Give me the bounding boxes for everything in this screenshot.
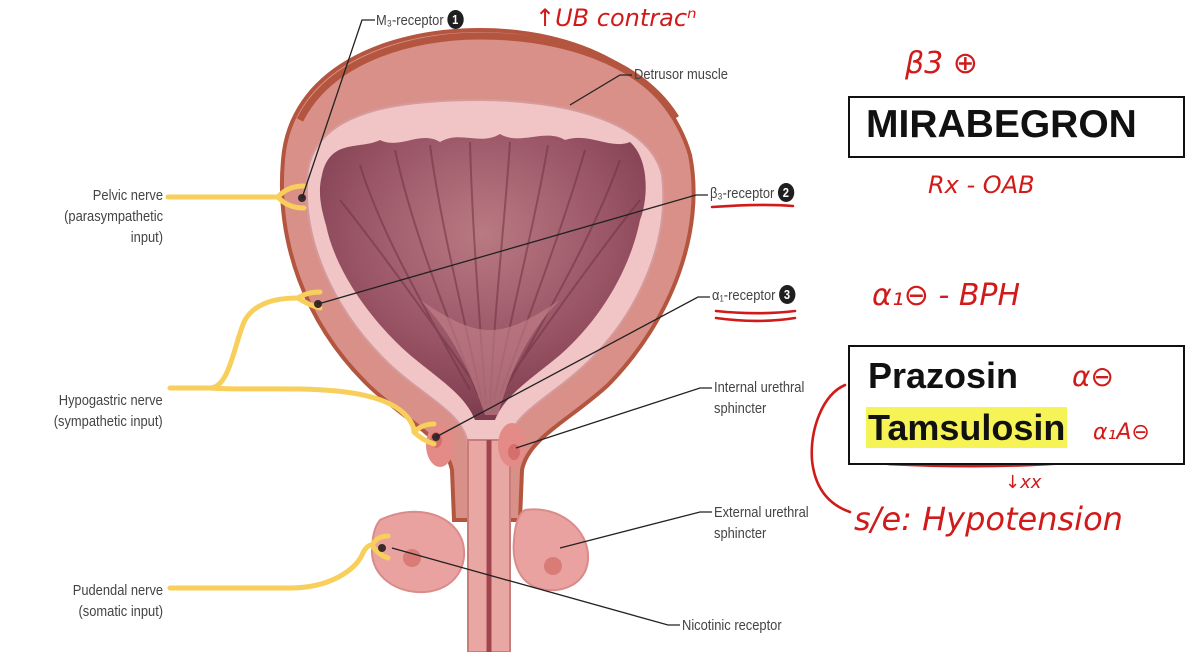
alpha1-underline-2 xyxy=(716,318,795,321)
beta3-agonist-note: β3 ⊕ xyxy=(905,46,978,81)
alpha-minus-note: α⊖ xyxy=(1072,360,1114,393)
nicotinic-receptor-label: Nicotinic receptor xyxy=(682,615,782,636)
pudendal-nerve-line xyxy=(170,545,372,588)
rx-oab-note: Rx - OAB xyxy=(928,171,1035,199)
step-badge-3: 3 xyxy=(779,285,795,304)
alpha1a-minus-note: α₁A⊖ xyxy=(1093,420,1150,445)
step-badge-1: 1 xyxy=(447,10,463,29)
decreased-xx-note: ↓xx xyxy=(1005,472,1041,493)
bracket-curve xyxy=(812,385,850,512)
alpha1-blocker-bph-note: α₁⊖ - BPH xyxy=(872,278,1020,313)
side-effect-note: s/e: Hypotension xyxy=(854,500,1123,538)
step-badge-2: 2 xyxy=(778,183,794,202)
internal-sphincter-label: Internal urethral sphincter xyxy=(714,377,804,419)
prazosin-text: Prazosin xyxy=(868,355,1018,397)
detrusor-muscle-label: Detrusor muscle xyxy=(634,64,728,85)
tamsulosin-text: Tamsulosin xyxy=(866,407,1067,449)
external-sphincter-right xyxy=(514,509,588,590)
hypogastric-nerve-label: Hypogastric nerve (sympathetic input) xyxy=(54,390,163,432)
beta3-underline xyxy=(712,205,793,207)
external-sphincter-label: External urethral sphincter xyxy=(714,502,809,544)
ub-contraction-note: ↑UB contracⁿ xyxy=(535,4,697,32)
pudendal-nerve-label: Pudendal nerve (somatic input) xyxy=(73,580,163,622)
pelvic-nerve-label: Pelvic nerve (parasympathetic input) xyxy=(64,185,163,248)
alpha1-underline-1 xyxy=(716,311,795,313)
hypogastric-nerve-line xyxy=(170,298,298,388)
mirabegron-text: MIRABEGRON xyxy=(866,103,1137,147)
